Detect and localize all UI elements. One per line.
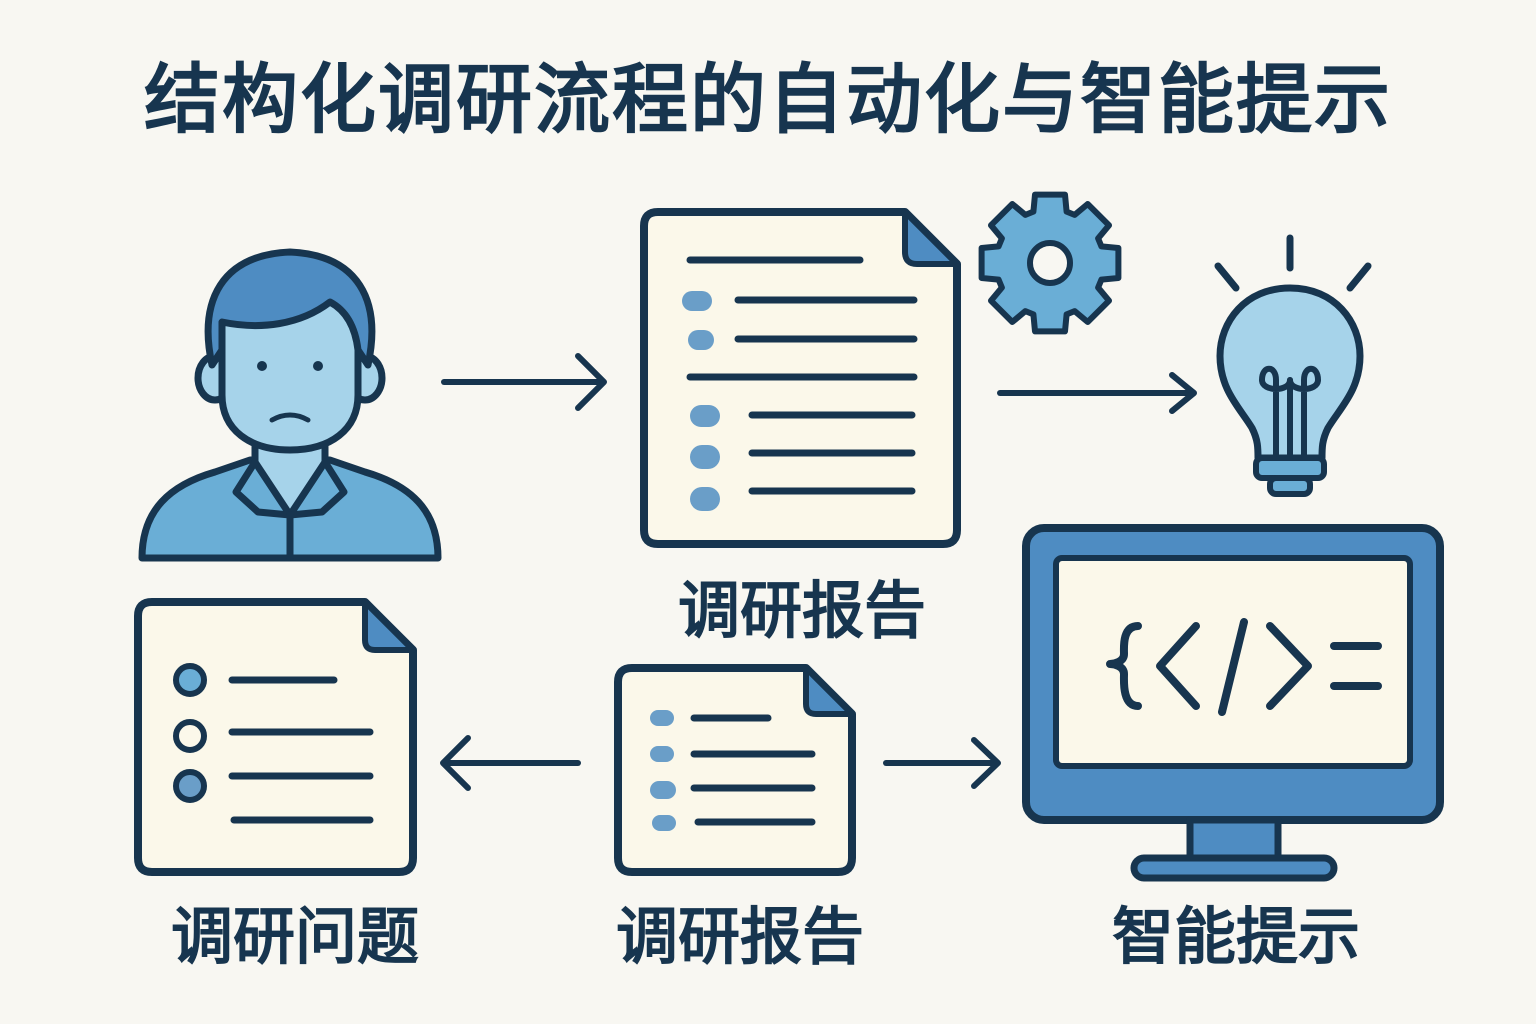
user-icon (138, 248, 442, 562)
code-icon (1106, 618, 1382, 716)
label-research-report-top: 调研报告 (677, 574, 926, 647)
document-icon (640, 208, 961, 548)
arrow-report-to-question (440, 735, 581, 791)
monitor-icon (1022, 524, 1444, 882)
question-document-icon (134, 598, 417, 876)
arrow-report-to-bulb (997, 372, 1197, 414)
label-research-report-bottom: 调研报告 (615, 900, 864, 973)
label-research-question: 调研问题 (170, 900, 419, 973)
label-smart-tips: 智能提示 (1111, 900, 1360, 973)
gear-icon (978, 191, 1122, 335)
arrow-report-to-monitor (883, 737, 1001, 789)
page-title: 结构化调研流程的自动化与智能提示 (144, 55, 1392, 144)
arrow-user-to-report (441, 353, 607, 411)
lightbulb-icon (1214, 234, 1372, 497)
report-document-small-icon (614, 664, 856, 876)
